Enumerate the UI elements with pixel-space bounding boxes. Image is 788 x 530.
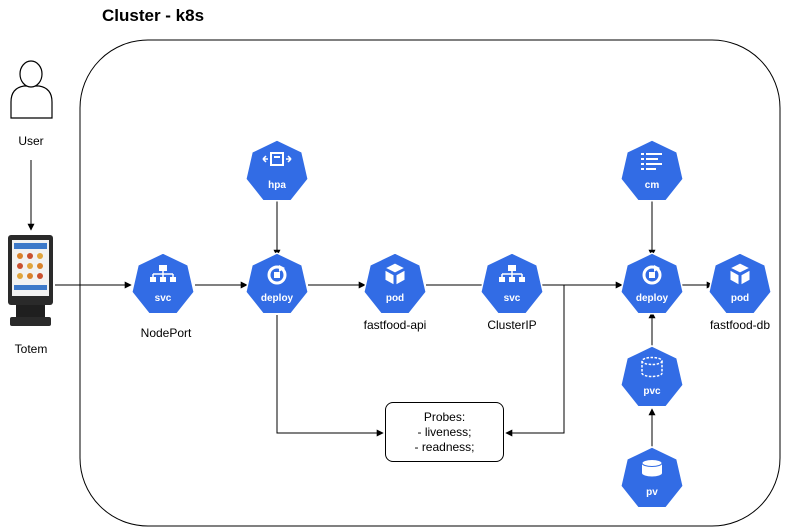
user-label: User <box>18 134 44 148</box>
node-badge: svc <box>155 293 172 304</box>
node-svc-clusterip: svc <box>479 252 545 315</box>
node-badge: pv <box>646 487 658 498</box>
hpa-icon <box>262 152 292 166</box>
node-pv: pv <box>619 446 685 509</box>
node-badge: svc <box>504 293 521 304</box>
deploy-icon <box>642 265 662 285</box>
node-cm: cm <box>619 139 685 202</box>
clusterip-label: ClusterIP <box>487 318 537 332</box>
probe-liveness: - liveness; <box>417 425 472 439</box>
person-icon <box>10 60 53 119</box>
fastfood-db-label: fastfood-db <box>709 318 771 332</box>
connectors <box>27 160 714 452</box>
deploy-icon <box>267 265 287 285</box>
probes-title: Probes: <box>423 410 466 424</box>
node-deploy-db: deploy <box>619 252 685 315</box>
node-deploy-api: deploy <box>244 252 310 315</box>
probe-readness: - readness; <box>414 440 475 454</box>
node-svc-nodeport: svc <box>130 252 196 315</box>
node-pod-api: pod <box>362 252 428 315</box>
totem-label: Totem <box>14 342 48 356</box>
fastfood-api-label: fastfood-api <box>363 318 427 332</box>
pod-icon <box>728 262 752 286</box>
node-hpa: hpa <box>244 139 310 202</box>
node-badge: cm <box>645 180 660 191</box>
service-icon <box>150 265 176 282</box>
pvc-icon <box>641 356 663 378</box>
cluster-title: Cluster - k8s <box>102 6 205 25</box>
node-badge: pod <box>731 293 749 304</box>
node-pvc: pvc <box>619 345 685 408</box>
kiosk-icon <box>8 235 53 326</box>
node-badge: deploy <box>261 293 294 304</box>
nodeport-label: NodePort <box>140 326 192 340</box>
cluster-boundary <box>79 39 781 527</box>
pod-icon <box>383 262 407 286</box>
node-badge: deploy <box>636 293 669 304</box>
pv-icon <box>641 459 663 477</box>
node-pod-db: pod <box>707 252 773 315</box>
node-badge: hpa <box>268 180 286 191</box>
probes-box: Probes: - liveness; - readness; <box>385 402 504 462</box>
node-badge: pvc <box>643 386 661 397</box>
configmap-icon <box>641 153 662 170</box>
node-badge: pod <box>386 293 404 304</box>
service-icon <box>499 265 525 282</box>
